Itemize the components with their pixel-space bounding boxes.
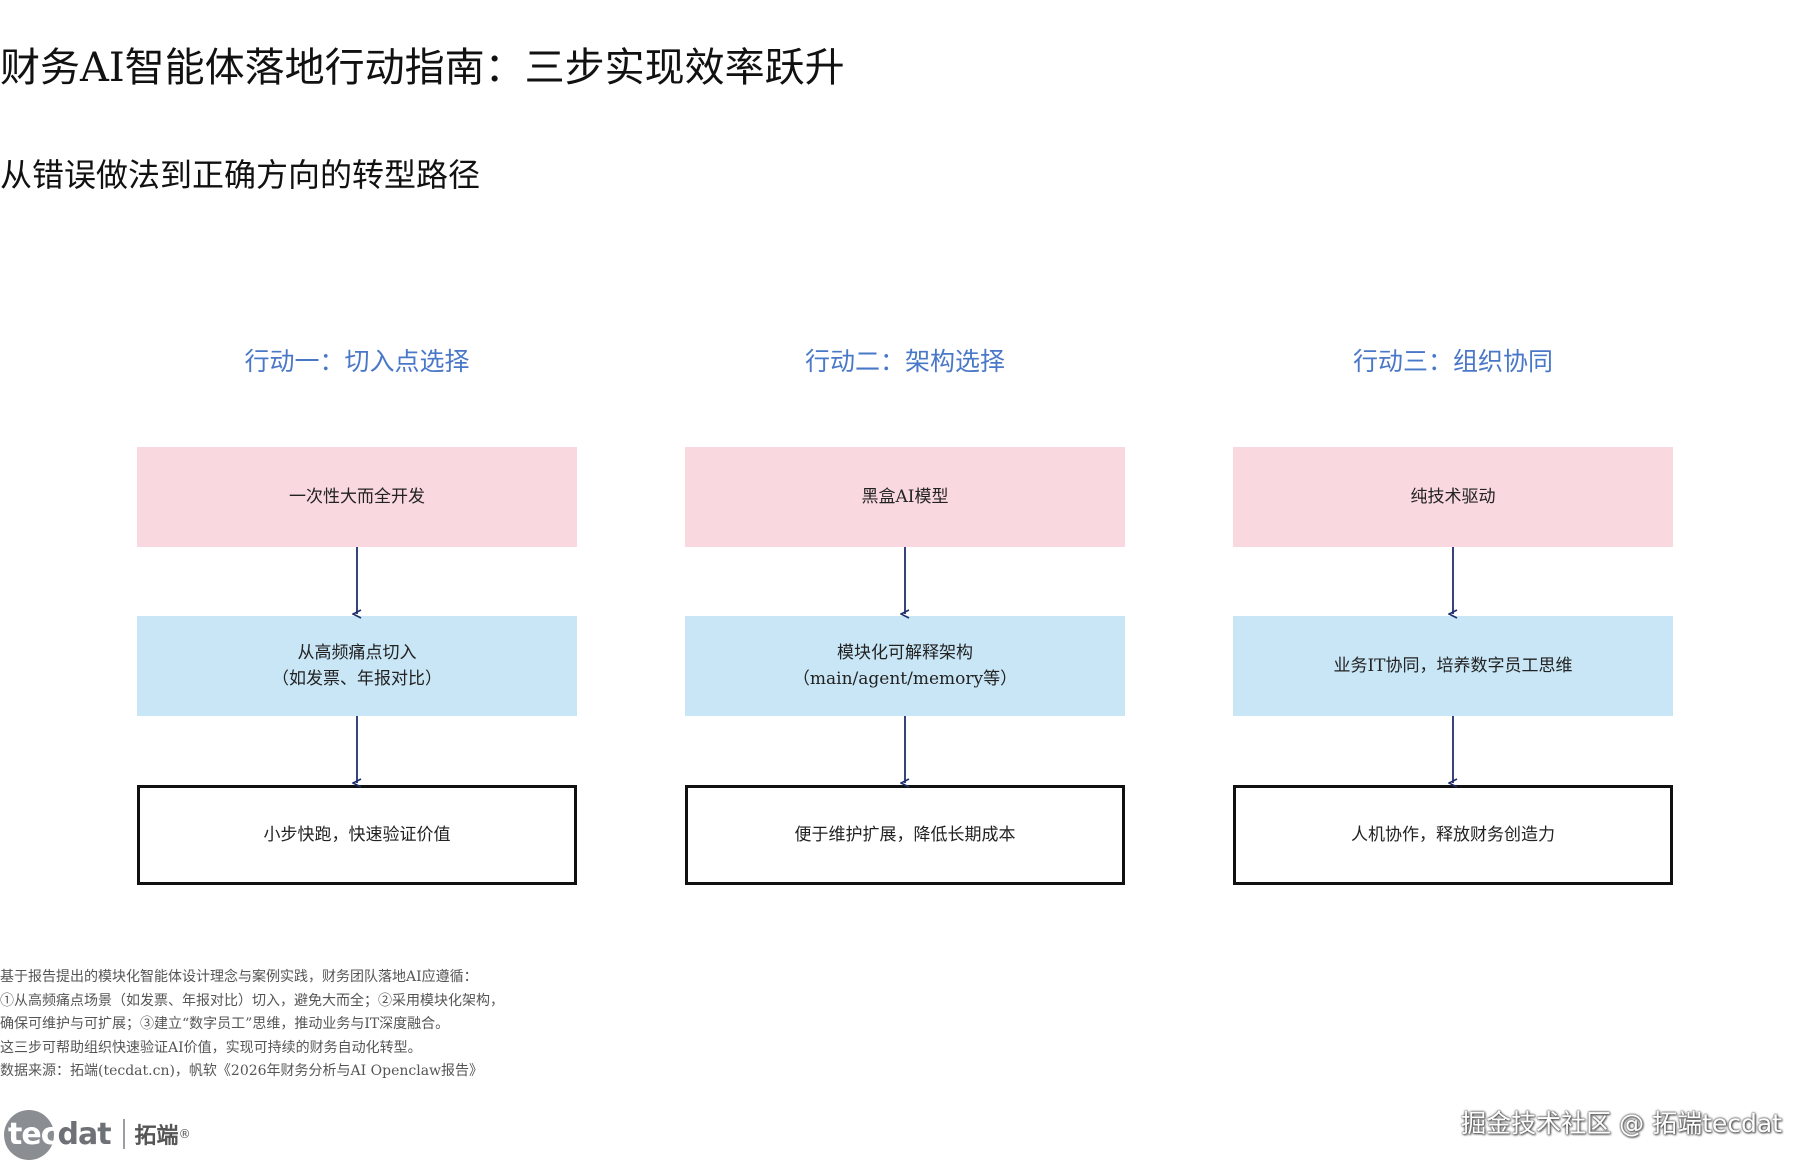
logo-registered-mark: ® — [178, 1127, 191, 1141]
column-3-heading: 行动三：组织协同 — [1352, 347, 1553, 376]
tecdat-logo: tecdat 拓端® — [2, 1110, 191, 1160]
column-3-result-box: 人机协作，释放财务创造力 — [1233, 785, 1673, 885]
column-2-problem-label: 黑盒AI模型 — [861, 487, 949, 507]
footnote: 基于报告提出的模块化智能体设计理念与案例实践，财务团队落地AI应遵循： ①从高频… — [0, 966, 504, 1084]
column-3-solution-box: 业务IT协同，培养数字员工思维 — [1233, 616, 1673, 716]
footnote-line-4: 这三步可帮助组织快速验证AI价值，实现可持续的财务自动化转型。 — [0, 1039, 422, 1056]
column-1-solution-box: 从高频痛点切入 （如发票、年报对比） — [137, 616, 577, 716]
footnote-source: 数据来源：拓端(tecdat.cn)，帆软《2026年财务分析与AI Openc… — [0, 1063, 484, 1079]
column-3-problem-label: 纯技术驱动 — [1410, 487, 1496, 507]
logo-wordmark: tecdat — [8, 1116, 112, 1152]
column-3-problem-box: 纯技术驱动 — [1233, 447, 1673, 547]
column-3-result-label: 人机协作，释放财务创造力 — [1351, 825, 1555, 845]
column-3-solution-line1: 业务IT协同，培养数字员工思维 — [1333, 656, 1573, 676]
page-subtitle: 从错误做法到正确方向的转型路径 — [0, 156, 481, 194]
column-1-problem-label: 一次性大而全开发 — [289, 487, 425, 507]
logo-divider — [122, 1119, 125, 1149]
column-2-problem-box: 黑盒AI模型 — [685, 447, 1125, 547]
column-2-solution-line1: 模块化可解释架构 — [837, 643, 973, 663]
column-1-solution-line1: 从高频痛点切入 — [297, 643, 417, 663]
column-2-result-label: 便于维护扩展，降低长期成本 — [794, 825, 1016, 845]
watermark-text: 掘金技术社区 @ 拓端tecdat — [1461, 1109, 1782, 1138]
logo-chinese-name: 拓端 — [134, 1124, 179, 1149]
column-2-heading: 行动二：架构选择 — [804, 347, 1005, 376]
column-2-solution-line2: （main/agent/memory等） — [792, 669, 1018, 689]
column-1-result-box: 小步快跑，快速验证价值 — [137, 785, 577, 885]
footnote-line-1: 基于报告提出的模块化智能体设计理念与案例实践，财务团队落地AI应遵循： — [0, 969, 478, 985]
column-1-heading: 行动一：切入点选择 — [244, 347, 470, 376]
column-1-solution-line2: （如发票、年报对比） — [272, 669, 442, 689]
logo-circle-icon — [4, 1110, 54, 1160]
column-2-result-box: 便于维护扩展，降低长期成本 — [685, 785, 1125, 885]
footnote-line-2: ①从高频痛点场景（如发票、年报对比）切入，避免大而全；②采用模块化架构， — [0, 992, 504, 1009]
column-1-problem-box: 一次性大而全开发 — [137, 447, 577, 547]
page-title: 财务AI智能体落地行动指南：三步实现效率跃升 — [0, 45, 845, 91]
footnote-line-3: 确保可维护与可扩展；③建立“数字员工”思维，推动业务与IT深度融合。 — [0, 1016, 450, 1032]
column-2-solution-box: 模块化可解释架构 （main/agent/memory等） — [685, 616, 1125, 716]
column-1-result-label: 小步快跑，快速验证价值 — [263, 825, 451, 845]
